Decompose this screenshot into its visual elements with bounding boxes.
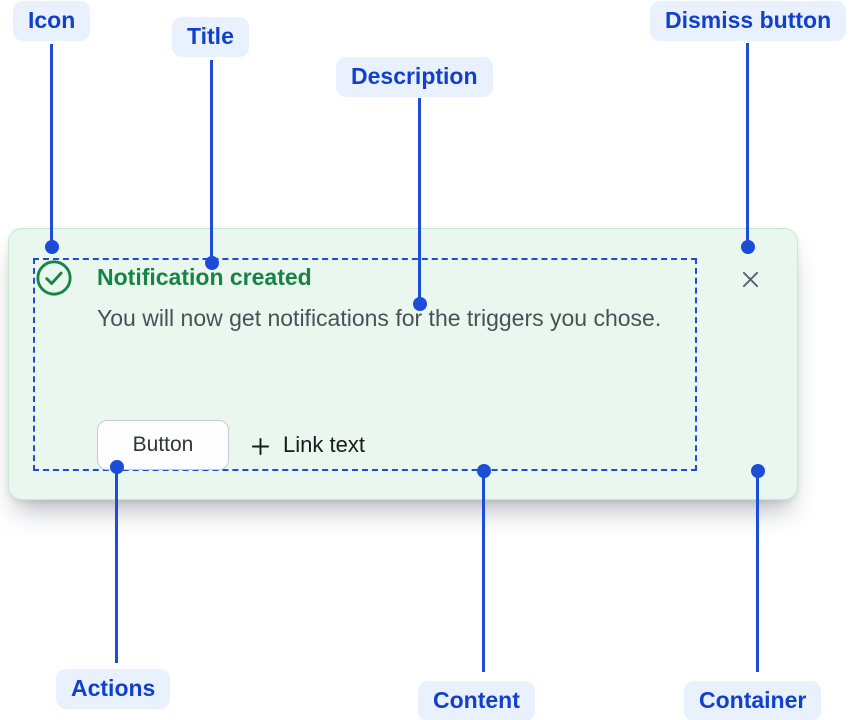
success-check-icon [35, 259, 73, 297]
notification-actions: Button Link text [97, 419, 365, 471]
annotation-label-dismiss-button: Dismiss button [650, 1, 847, 41]
container-connector-dot [751, 464, 765, 478]
action-link[interactable]: Link text [251, 432, 365, 458]
icon-connector-line [50, 44, 53, 247]
plus-icon [251, 436, 270, 455]
container-connector-line [756, 471, 759, 672]
notification-title: Notification created [97, 264, 312, 290]
annotation-label-container: Container [684, 681, 822, 720]
actions-connector-line [115, 467, 118, 663]
icon-connector-dot [45, 240, 59, 254]
title-connector-dot [205, 256, 219, 270]
notification-container: Notification created You will now get no… [8, 228, 798, 500]
content-connector-dot [477, 464, 491, 478]
annotation-label-content: Content [418, 681, 535, 720]
notification-description: You will now get notifications for the t… [97, 305, 662, 331]
dismiss-connector-dot [741, 240, 755, 254]
close-icon [741, 270, 760, 289]
dismiss-connector-line [746, 43, 749, 247]
description-connector-line [418, 98, 421, 304]
content-region-outline [33, 258, 697, 471]
annotation-label-icon: Icon [13, 1, 91, 41]
content-connector-line [482, 471, 485, 672]
annotation-label-actions: Actions [56, 669, 171, 709]
action-link-label: Link text [283, 432, 365, 457]
dismiss-button[interactable] [735, 264, 765, 294]
title-connector-line [210, 60, 213, 263]
annotation-label-description: Description [336, 57, 493, 97]
annotation-label-title: Title [172, 17, 249, 57]
actions-connector-dot [110, 460, 124, 474]
description-connector-dot [413, 297, 427, 311]
